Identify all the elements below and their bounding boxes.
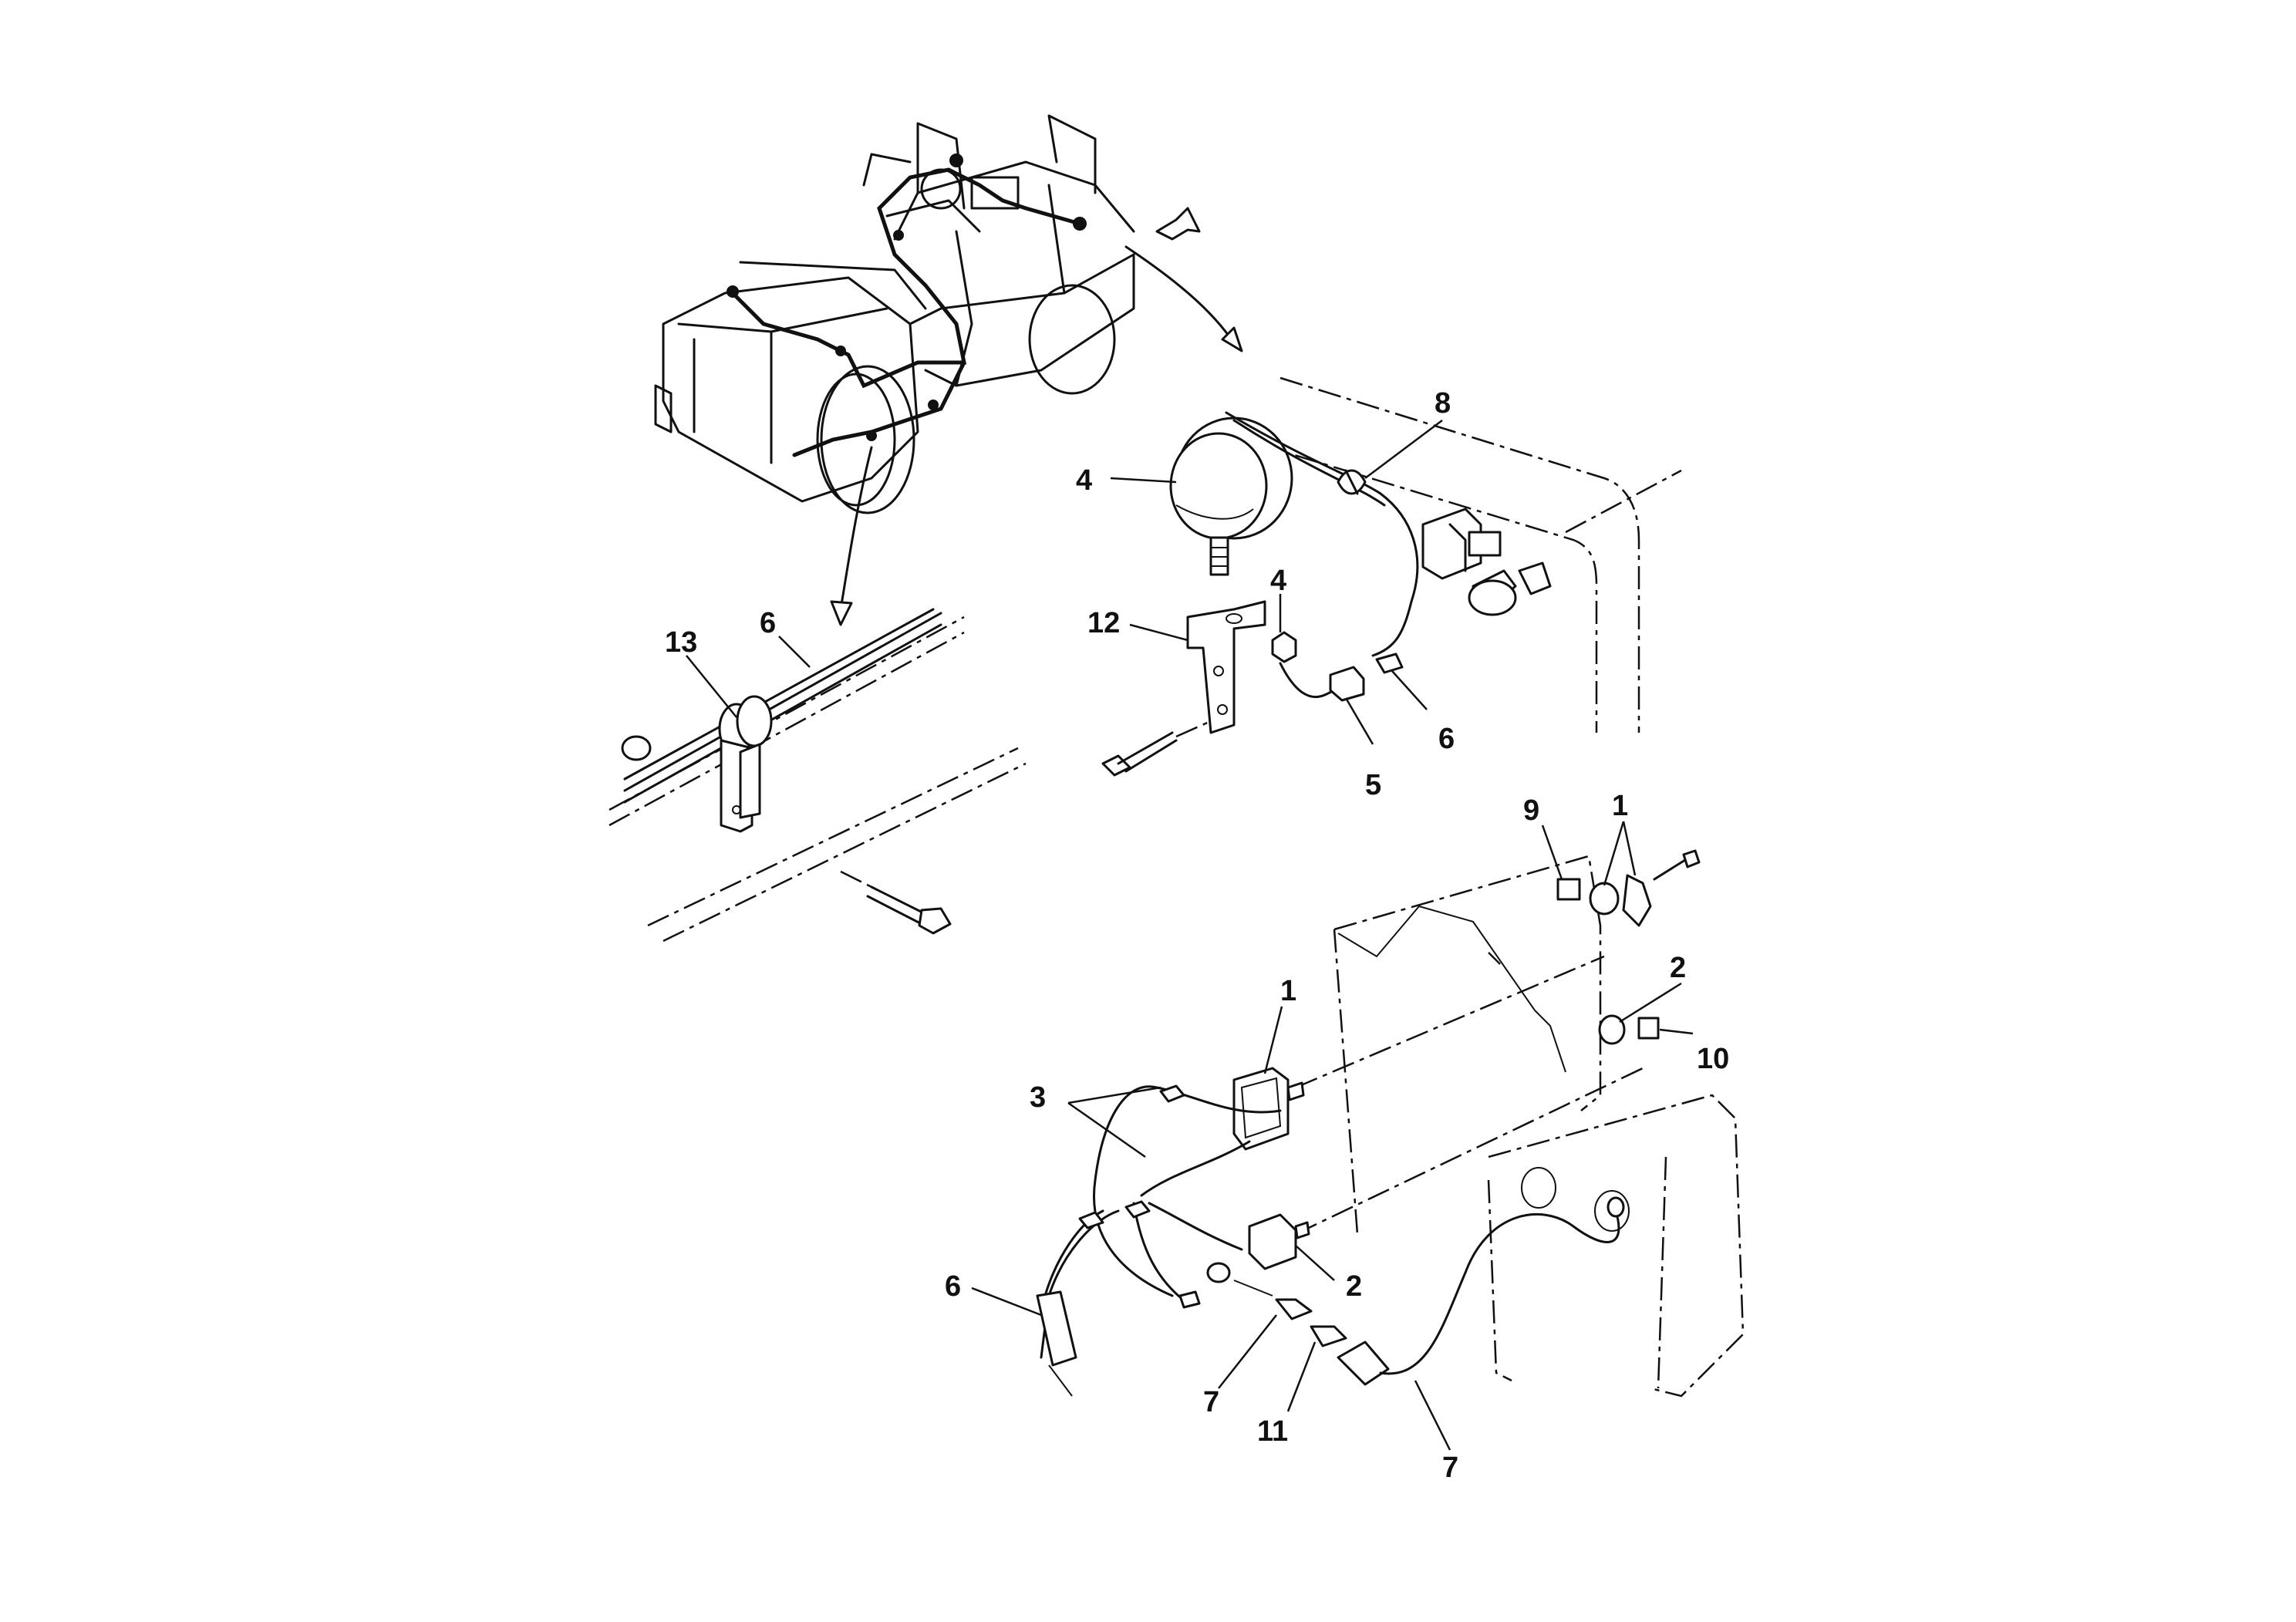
panel-detail [1036, 849, 1745, 1398]
callout-6-top: 6 [1438, 723, 1455, 755]
callout-10: 10 [1697, 1043, 1729, 1075]
callout-4-nut: 4 [1270, 565, 1286, 597]
callout-5: 5 [1365, 769, 1381, 801]
callout-1-switch: 1 [1280, 975, 1296, 1007]
callout-13: 13 [665, 626, 697, 659]
machine-overview [654, 114, 1243, 626]
callout-3: 3 [1030, 1081, 1046, 1114]
callout-7-fitting: 7 [1203, 1386, 1219, 1418]
callout-9: 9 [1523, 794, 1539, 827]
callout-6-sleeve: 6 [945, 1270, 961, 1303]
callout-4: 4 [1076, 464, 1092, 497]
leader-lines [686, 420, 1694, 1451]
callout-2-switch: 2 [1346, 1270, 1362, 1303]
callout-6-clamp: 6 [760, 607, 776, 639]
callout-7-cable: 7 [1442, 1452, 1458, 1484]
callout-numbers: 4 8 12 4 5 6 13 6 9 1 1 2 10 3 2 6 7 11 … [665, 387, 1729, 1484]
callout-11: 11 [1257, 1415, 1288, 1448]
callout-1-top: 1 [1612, 790, 1628, 822]
callout-12: 12 [1087, 607, 1120, 639]
gauge-detail [1101, 376, 1682, 777]
callout-8: 8 [1435, 387, 1451, 420]
clamp-detail [609, 608, 1027, 943]
callout-2-washer: 2 [1670, 952, 1686, 984]
